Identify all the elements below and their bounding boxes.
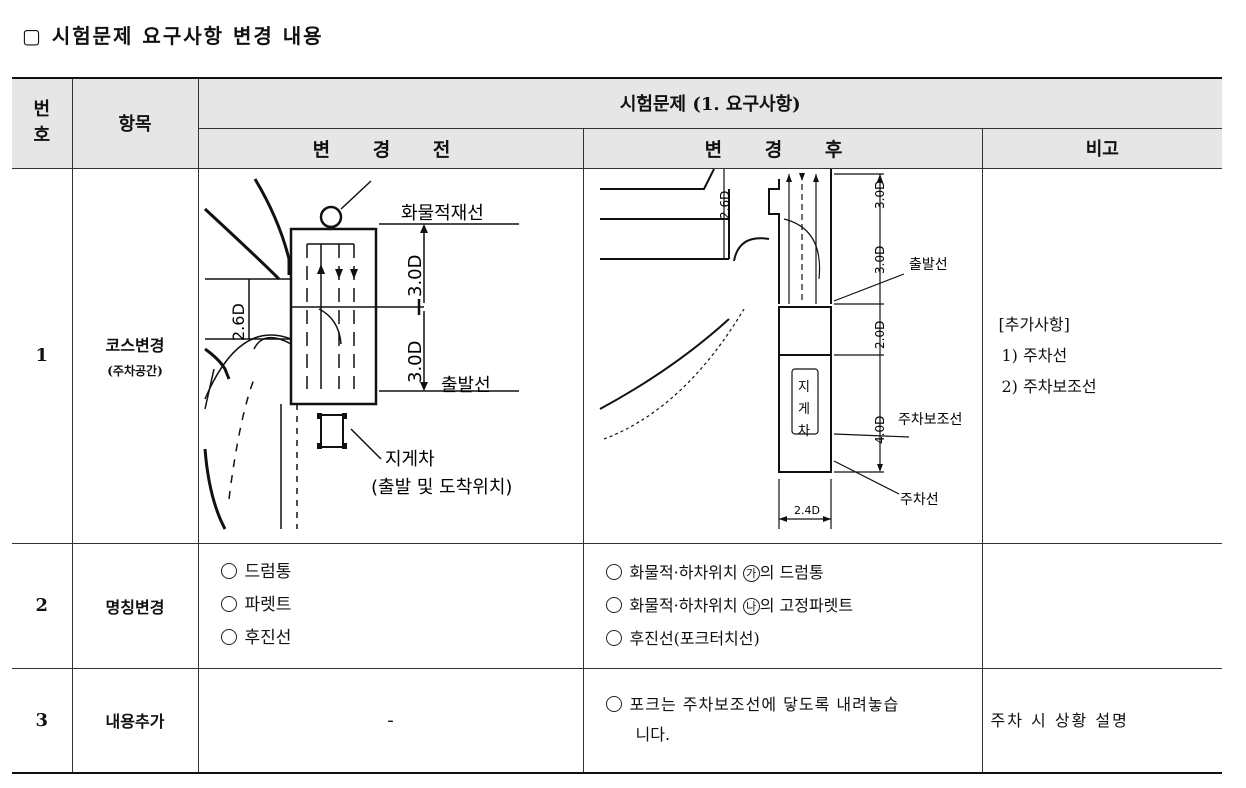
row-item: 코스변경 (주차공간) [71,167,199,544]
label-after-3d-b: 3.0D [873,245,887,273]
row-item: 명칭변경 [71,542,199,669]
label-26d: 2.6D [229,303,248,341]
remarks-item: 1) 주차선 [1001,346,1068,365]
label-parking-line: 주차선 [900,492,939,508]
circle-bullet-icon [605,564,622,580]
list-item: 후진선(포크터치선) [605,622,982,655]
label-forklift-1: 지 [798,380,810,395]
remarks-text: 주차 시 상황 설명 [990,710,1129,730]
header-number-line2: 호 [33,125,51,147]
row-remarks: 주차 시 상황 설명 [981,667,1223,774]
label-forklift: 지게차 [385,449,435,470]
header-item: 항목 [71,77,199,169]
remarks-title: [추가사항] [998,315,1070,334]
circle-bullet-icon [605,630,622,646]
row-number: 1 [12,167,73,544]
before-list-cell: 드럼통 파렛트 후진선 [197,542,584,669]
row-item-label: 코스변경 [105,336,165,355]
row-item: 내용추가 [71,667,199,774]
row-number: 2 [12,542,73,669]
header-remarks: 비고 [981,127,1223,169]
label-start-line: 출발선 [441,375,491,396]
header-group: 시험문제 (1. 요구사항) [197,77,1223,129]
after-course-diagram: 2.6D 3.0D 3.0D 출발선 2.0D 지 게 차 주차보조선 4.0D… [599,168,962,529]
header-number-line1: 번 [33,99,51,121]
list-item: 후진선 [220,622,583,655]
before-dash: - [197,667,584,774]
row-number: 3 [12,667,73,774]
label-after-3d-a: 3.0D [873,180,887,208]
list-item: 파렛트 [220,589,583,622]
table-row: 3 내용추가 - 포크는 주차보조선에 닿도록 내려놓습 니다. 주차 시 상황… [12,667,1223,774]
circle-bullet-icon [605,597,622,613]
row-item-sub: (주차공간) [107,364,163,378]
circled-letter-icon: 나 [742,598,760,615]
header-before: 변 경 전 [198,127,584,169]
list-item: 드럼통 [220,556,583,589]
label-forklift-2: 게 [798,402,810,417]
before-list: 드럼통 파렛트 후진선 [199,556,583,655]
circle-bullet-icon [220,629,237,645]
label-forklift-sub: (출발 및 도착위치) [371,477,512,498]
label-after-start-line: 출발선 [909,257,948,273]
label-3d-bottom: 3.0D [405,340,426,383]
label-after-4d: 4.0D [873,415,887,443]
circle-bullet-icon [220,596,237,612]
circled-letter-icon: 가 [742,565,760,582]
label-forklift-3: 차 [798,424,810,439]
before-diagram-cell: 화물적재선 3.0D 3.0D 2.6D 출발선 지게차 (출발 및 도착위치) [197,167,584,544]
circle-bullet-icon [220,563,237,579]
remarks-list: [추가사항] 1) 주차선 2) 주차보조선 [983,309,1223,402]
label-3d-top: 3.0D [405,254,426,297]
after-diagram-cell: 2.6D 3.0D 3.0D 출발선 2.0D 지 게 차 주차보조선 4.0D… [582,167,983,544]
header-number: 번 호 [12,77,73,169]
remarks-item: 2) 주차보조선 [1001,377,1097,396]
header-after: 변 경 후 [582,127,983,169]
list-item-continuation: 니다. [635,725,671,745]
after-text: 포크는 주차보조선에 닿도록 내려놓습 니다. [584,690,982,750]
before-course-diagram: 화물적재선 3.0D 3.0D 2.6D 출발선 지게차 (출발 및 도착위치) [203,177,519,530]
table-row: 1 코스변경 (주차공간) [12,167,1223,544]
requirements-change-table: 번 호 항목 시험문제 (1. 요구사항) 변 경 전 변 경 후 비고 1 코… [12,77,1223,774]
label-after-2d: 2.0D [873,320,887,348]
list-item: 포크는 주차보조선에 닿도록 내려놓습 [605,690,982,720]
label-loading-line: 화물적재선 [401,203,484,224]
row-remarks: [추가사항] 1) 주차선 2) 주차보조선 [981,167,1223,544]
circle-bullet-icon [605,696,622,713]
after-text-cell: 포크는 주차보조선에 닿도록 내려놓습 니다. [582,667,983,774]
label-aux-line: 주차보조선 [898,412,962,428]
row-remarks [981,542,1223,669]
label-after-24d: 2.4D [794,504,820,517]
label-after-26d: 2.6D [718,190,732,218]
page-title: ▢ 시험문제 요구사항 변경 내용 [22,24,324,48]
